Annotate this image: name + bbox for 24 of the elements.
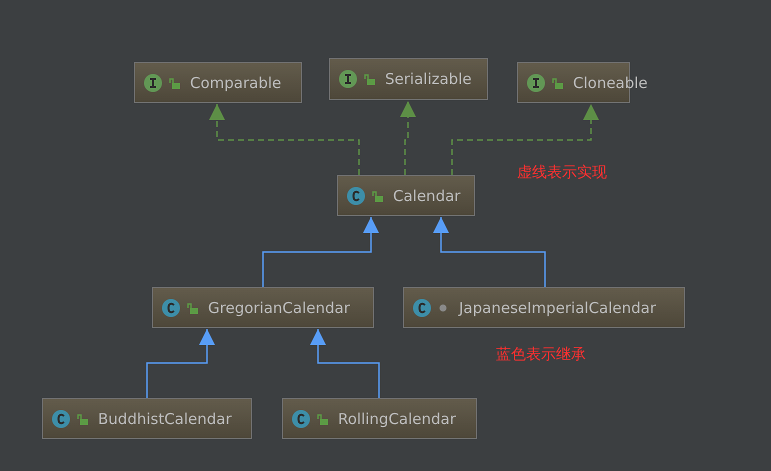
class-name: Serializable [385, 70, 472, 88]
arrow [209, 104, 360, 175]
note-text: 蓝色表示继承 [496, 345, 586, 364]
interface-box [329, 58, 488, 100]
arrow [400, 101, 416, 175]
class-name: RollingCalendar [338, 410, 456, 428]
class-name: BuddhistCalendar [98, 410, 232, 428]
class-name: Cloneable [573, 74, 648, 92]
class-box [282, 398, 477, 439]
class-name: Calendar [393, 186, 460, 204]
arrow [310, 329, 380, 398]
class-name: JapaneseImperialCalendar [459, 298, 656, 316]
interface-box [134, 62, 302, 103]
arrow [451, 104, 599, 175]
class-box [42, 398, 252, 439]
class-name: GregorianCalendar [208, 298, 350, 316]
class-box [152, 287, 374, 328]
arrow [146, 329, 215, 398]
class-box [403, 287, 685, 328]
arrow [262, 217, 379, 287]
class-name: Comparable [190, 74, 282, 92]
class-box [337, 175, 475, 216]
arrow [433, 217, 546, 287]
note-text: 虚线表示实现 [517, 163, 607, 182]
